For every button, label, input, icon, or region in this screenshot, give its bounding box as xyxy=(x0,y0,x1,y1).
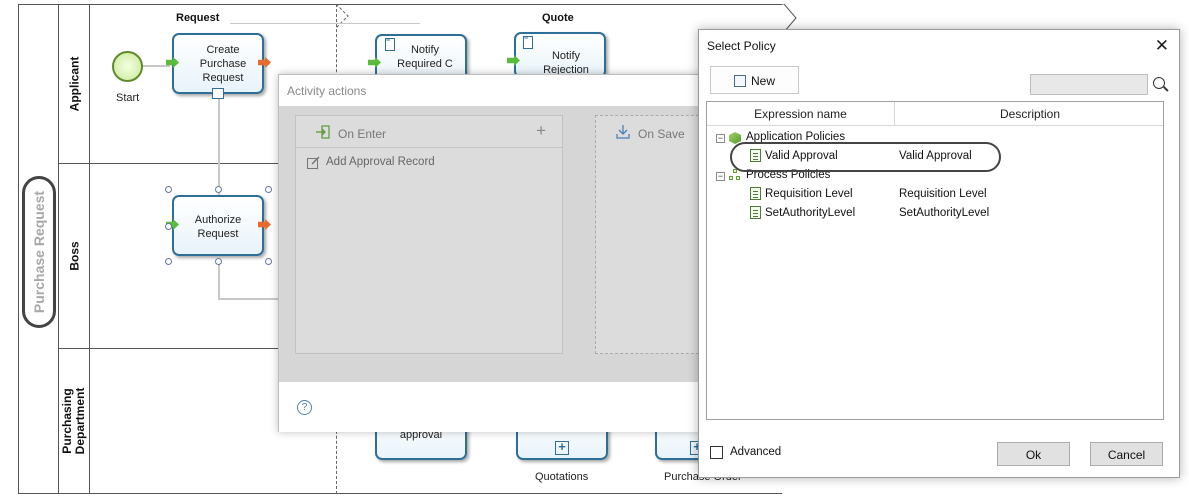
selection-handle[interactable] xyxy=(165,186,172,193)
policy-description-setauthoritylevel[interactable]: SetAuthorityLevel xyxy=(899,207,990,219)
task-label: Notify Required C xyxy=(397,44,453,70)
on-save-panel: On Save xyxy=(595,115,709,354)
task-create-purchase-request[interactable]: Create Purchase Request xyxy=(172,33,264,94)
selection-handle[interactable] xyxy=(265,186,272,193)
new-policy-icon xyxy=(733,75,746,87)
search-icon[interactable] xyxy=(1153,77,1165,89)
collapse-icon[interactable]: − xyxy=(716,133,725,143)
download-icon xyxy=(616,125,630,139)
phase-quote[interactable]: Quote xyxy=(542,12,574,24)
dialog-footer: ? xyxy=(279,382,707,432)
tree-group-application-policies[interactable]: Application Policies xyxy=(746,131,846,143)
input-arrow-icon xyxy=(166,219,179,230)
policy-description-valid-approval[interactable]: Valid Approval xyxy=(899,150,972,162)
policy-description-requisition-level[interactable]: Requisition Level xyxy=(899,188,987,200)
policy-name-requisition-level[interactable]: Requisition Level xyxy=(765,188,853,200)
lane-applicant[interactable]: Applicant xyxy=(67,56,82,112)
action-item-label: Add Approval Record xyxy=(326,156,435,168)
policy-name-setauthoritylevel[interactable]: SetAuthorityLevel xyxy=(765,207,856,219)
process-policies-icon xyxy=(729,169,742,181)
lane-label-column xyxy=(59,4,90,494)
script-task-icon: ≡ xyxy=(523,35,533,49)
application-policies-icon xyxy=(729,132,741,144)
phase-request[interactable]: Request xyxy=(176,12,220,24)
policy-name-valid-approval[interactable]: Valid Approval xyxy=(765,150,838,162)
grid-header: Expression name Description xyxy=(707,102,1163,126)
selection-handle[interactable] xyxy=(215,186,222,193)
add-action-icon[interactable]: + xyxy=(536,121,546,140)
output-arrow-icon xyxy=(258,57,271,68)
on-save-label: On Save xyxy=(638,127,685,141)
cancel-button[interactable]: Cancel xyxy=(1090,442,1163,466)
selection-handle[interactable] xyxy=(165,258,172,265)
selection-handle[interactable] xyxy=(215,258,222,265)
script-task-icon: ≡ xyxy=(385,37,395,51)
policy-icon xyxy=(750,206,761,219)
output-arrow-icon xyxy=(258,219,271,230)
policy-icon xyxy=(750,187,761,200)
start-label: Start xyxy=(116,92,140,104)
dialog-body: On Enter + Add Approval Record On Save xyxy=(279,106,709,382)
on-save-header: On Save xyxy=(596,116,708,148)
sequence-flow xyxy=(218,298,278,300)
on-enter-panel: On Enter + Add Approval Record xyxy=(295,115,563,354)
pool-title[interactable]: Purchase Request xyxy=(31,190,47,314)
sequence-flow xyxy=(218,97,220,197)
search-input[interactable] xyxy=(1030,74,1148,95)
select-policy-dialog: Select Policy ✕ New Expression name Desc… xyxy=(698,29,1180,478)
collapse-icon[interactable]: − xyxy=(716,171,725,181)
bpmn-canvas[interactable]: Purchase Request Applicant Boss Purchasi… xyxy=(0,0,800,504)
tree-group-process-policies[interactable]: Process Policies xyxy=(746,169,831,181)
task-label: Create Purchase Request xyxy=(199,44,247,84)
selection-handle[interactable] xyxy=(265,258,272,265)
pool-title-highlight xyxy=(22,176,56,328)
policy-icon xyxy=(750,149,761,162)
input-arrow-icon xyxy=(507,55,520,66)
save-marker-icon xyxy=(212,88,224,99)
on-enter-label: On Enter xyxy=(338,127,387,141)
activity-actions-dialog: Activity actions On Enter + Add Approval… xyxy=(278,74,709,432)
policy-grid: Expression name Description − Applicatio… xyxy=(706,101,1164,420)
pool-label-column xyxy=(18,4,59,494)
sequence-flow xyxy=(218,262,220,300)
advanced-checkbox[interactable] xyxy=(710,446,723,459)
column-header-expression-name[interactable]: Expression name xyxy=(707,102,895,125)
edit-record-icon xyxy=(307,156,320,169)
on-enter-header: On Enter + xyxy=(296,116,562,148)
ok-button[interactable]: Ok xyxy=(997,442,1070,466)
close-icon[interactable]: ✕ xyxy=(1154,36,1169,55)
lane-purchasing-department[interactable]: Purchasing Department xyxy=(60,387,87,455)
start-event[interactable] xyxy=(112,51,143,82)
advanced-label: Advanced xyxy=(730,446,782,458)
dialog-title: Activity actions xyxy=(287,84,367,98)
column-header-description[interactable]: Description xyxy=(999,107,1061,121)
valid-approval-highlight xyxy=(730,142,1001,172)
task-authorize-request[interactable]: Authorize Request xyxy=(172,195,264,256)
task-label: Notify Rejection xyxy=(543,50,589,76)
help-icon[interactable]: ? xyxy=(297,400,312,415)
subprocess-plus-icon: + xyxy=(555,440,569,455)
sequence-flow xyxy=(230,23,420,24)
subprocess-label-quotations: Quotations xyxy=(535,471,589,483)
phase-chevron xyxy=(336,4,349,28)
new-button-label: New xyxy=(750,74,775,88)
new-button[interactable]: New xyxy=(710,66,799,94)
task-label: approval xyxy=(399,429,443,441)
input-arrow-icon xyxy=(166,57,179,68)
lane-boss[interactable]: Boss xyxy=(67,241,82,271)
pool-border xyxy=(18,4,782,494)
action-item[interactable]: Add Approval Record xyxy=(296,148,562,169)
task-label: Authorize Request xyxy=(194,214,242,240)
pool-end-chevron xyxy=(770,4,797,32)
selection-handle[interactable] xyxy=(165,223,172,230)
dialog-title: Select Policy xyxy=(707,39,776,53)
enter-icon xyxy=(316,125,330,139)
input-arrow-icon xyxy=(368,57,381,68)
sequence-flow xyxy=(142,65,170,67)
